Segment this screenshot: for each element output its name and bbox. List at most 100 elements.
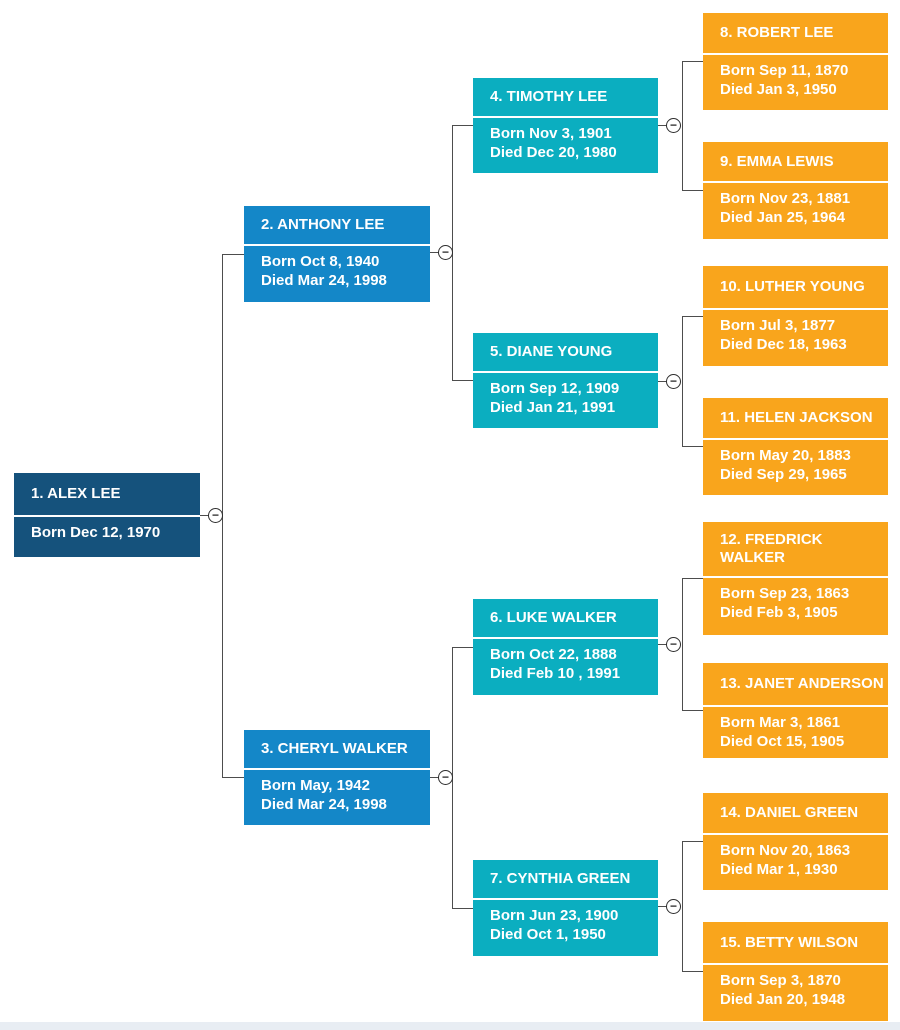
person-name: 8. ROBERT LEE — [703, 13, 888, 55]
born-line: Born Jun 23, 1900 — [490, 907, 619, 924]
born-line: Born Sep 3, 1870 — [720, 972, 841, 989]
connector-line — [682, 316, 683, 446]
person-name: 15. BETTY WILSON — [703, 922, 888, 965]
person-name: 12. FREDRICK WALKER — [703, 522, 888, 578]
person-card-timothy-lee[interactable]: 4. TIMOTHY LEE Born Nov 3, 1901 Died Dec… — [473, 78, 658, 173]
born-line: Born Nov 20, 1863 — [720, 842, 851, 859]
connector-line — [682, 578, 683, 710]
born-line: Born Oct 8, 1940 — [261, 253, 380, 270]
person-name: 10. LUTHER YOUNG — [703, 266, 888, 310]
person-card-daniel-green[interactable]: 14. DANIEL GREEN Born Nov 20, 1863 Died … — [703, 793, 888, 890]
person-dates: Born Mar 3, 1861 Died Oct 15, 1905 — [703, 707, 888, 751]
connector-line — [682, 61, 683, 190]
person-card-cynthia-green[interactable]: 7. CYNTHIA GREEN Born Jun 23, 1900 Died … — [473, 860, 658, 956]
minus-icon: − — [669, 118, 677, 132]
connector-line — [682, 61, 703, 62]
connector-line — [682, 841, 683, 971]
person-card-betty-wilson[interactable]: 15. BETTY WILSON Born Sep 3, 1870 Died J… — [703, 922, 888, 1021]
person-name: 7. CYNTHIA GREEN — [473, 860, 658, 900]
born-line: Born Dec 12, 1970 — [31, 524, 161, 541]
connector-line — [682, 316, 703, 317]
connector-line — [682, 578, 703, 579]
collapse-button-alex-lee[interactable]: − — [208, 508, 223, 523]
person-card-diane-young[interactable]: 5. DIANE YOUNG Born Sep 12, 1909 Died Ja… — [473, 333, 658, 428]
collapse-button-cynthia-green[interactable]: − — [666, 899, 681, 914]
person-dates: Born Dec 12, 1970 — [14, 517, 200, 542]
died-line: Died Sep 29, 1965 — [720, 466, 847, 483]
connector-line — [222, 777, 244, 778]
connector-line — [682, 971, 703, 972]
person-card-anthony-lee[interactable]: 2. ANTHONY LEE Born Oct 8, 1940 Died Mar… — [244, 206, 430, 302]
person-card-cheryl-walker[interactable]: 3. CHERYL WALKER Born May, 1942 Died Mar… — [244, 730, 430, 825]
born-line: Born Sep 12, 1909 — [490, 380, 620, 397]
connector-line — [452, 380, 473, 381]
person-card-emma-lewis[interactable]: 9. EMMA LEWIS Born Nov 23, 1881 Died Jan… — [703, 142, 888, 239]
minus-icon: − — [441, 245, 449, 259]
person-card-janet-anderson[interactable]: 13. JANET ANDERSON Born Mar 3, 1861 Died… — [703, 663, 888, 758]
born-line: Born Nov 3, 1901 — [490, 125, 612, 142]
connector-line — [658, 125, 667, 126]
person-dates: Born Jun 23, 1900 Died Oct 1, 1950 — [473, 900, 658, 944]
died-line: Died Dec 18, 1963 — [720, 336, 847, 353]
person-name: 4. TIMOTHY LEE — [473, 78, 658, 118]
connector-line — [222, 254, 244, 255]
died-line: Died Jan 25, 1964 — [720, 209, 846, 226]
minus-icon: − — [669, 899, 677, 913]
person-name: 11. HELEN JACKSON — [703, 398, 888, 440]
died-line: Died Jan 20, 1948 — [720, 991, 846, 1008]
person-card-luther-young[interactable]: 10. LUTHER YOUNG Born Jul 3, 1877 Died D… — [703, 266, 888, 366]
died-line: Died Mar 24, 1998 — [261, 272, 387, 289]
minus-icon: − — [441, 770, 449, 784]
person-dates: Born Sep 12, 1909 Died Jan 21, 1991 — [473, 373, 658, 417]
person-name: 9. EMMA LEWIS — [703, 142, 888, 183]
died-line: Died Feb 10 , 1991 — [490, 665, 621, 682]
collapse-button-luke-walker[interactable]: − — [666, 637, 681, 652]
collapse-button-anthony-lee[interactable]: − — [438, 245, 453, 260]
person-name: 13. JANET ANDERSON — [703, 663, 888, 707]
died-line: Died Jan 21, 1991 — [490, 399, 616, 416]
person-dates: Born Oct 8, 1940 Died Mar 24, 1998 — [244, 246, 430, 290]
born-line: Born Jul 3, 1877 — [720, 317, 836, 334]
connector-line — [682, 190, 703, 191]
connector-line — [452, 125, 473, 126]
born-line: Born Sep 23, 1863 — [720, 585, 850, 602]
person-dates: Born Nov 3, 1901 Died Dec 20, 1980 — [473, 118, 658, 162]
person-dates: Born Sep 11, 1870 Died Jan 3, 1950 — [703, 55, 888, 99]
born-line: Born May 20, 1883 — [720, 447, 851, 464]
connector-line — [658, 644, 667, 645]
person-dates: Born Nov 20, 1863 Died Mar 1, 1930 — [703, 835, 888, 879]
died-line: Died Oct 15, 1905 — [720, 733, 845, 750]
connector-line — [452, 908, 473, 909]
person-card-fredrick-walker[interactable]: 12. FREDRICK WALKER Born Sep 23, 1863 Di… — [703, 522, 888, 635]
connector-line — [658, 381, 667, 382]
person-card-robert-lee[interactable]: 8. ROBERT LEE Born Sep 11, 1870 Died Jan… — [703, 13, 888, 110]
died-line: Died Jan 3, 1950 — [720, 81, 837, 98]
died-line: Died Oct 1, 1950 — [490, 926, 606, 943]
born-line: Born Nov 23, 1881 — [720, 190, 851, 207]
person-card-alex-lee[interactable]: 1. ALEX LEE Born Dec 12, 1970 — [14, 473, 200, 557]
person-dates: Born May, 1942 Died Mar 24, 1998 — [244, 770, 430, 814]
collapse-button-timothy-lee[interactable]: − — [666, 118, 681, 133]
died-line: Died Mar 1, 1930 — [720, 861, 838, 878]
bottom-edge-strip — [0, 1022, 900, 1030]
connector-line — [200, 515, 209, 516]
collapse-button-diane-young[interactable]: − — [666, 374, 681, 389]
person-name: 3. CHERYL WALKER — [244, 730, 430, 770]
connector-line — [430, 777, 439, 778]
person-card-helen-jackson[interactable]: 11. HELEN JACKSON Born May 20, 1883 Died… — [703, 398, 888, 495]
person-card-luke-walker[interactable]: 6. LUKE WALKER Born Oct 22, 1888 Died Fe… — [473, 599, 658, 695]
born-line: Born Sep 11, 1870 — [720, 62, 849, 79]
minus-icon: − — [669, 637, 677, 651]
collapse-button-cheryl-walker[interactable]: − — [438, 770, 453, 785]
person-dates: Born Sep 3, 1870 Died Jan 20, 1948 — [703, 965, 888, 1009]
person-name: 1. ALEX LEE — [14, 473, 200, 517]
person-dates: Born Nov 23, 1881 Died Jan 25, 1964 — [703, 183, 888, 227]
connector-line — [682, 446, 703, 447]
connector-line — [682, 710, 703, 711]
died-line: Died Dec 20, 1980 — [490, 144, 617, 161]
born-line: Born Oct 22, 1888 — [490, 646, 617, 663]
person-name: 2. ANTHONY LEE — [244, 206, 430, 246]
connector-line — [682, 841, 703, 842]
died-line: Died Mar 24, 1998 — [261, 796, 387, 813]
